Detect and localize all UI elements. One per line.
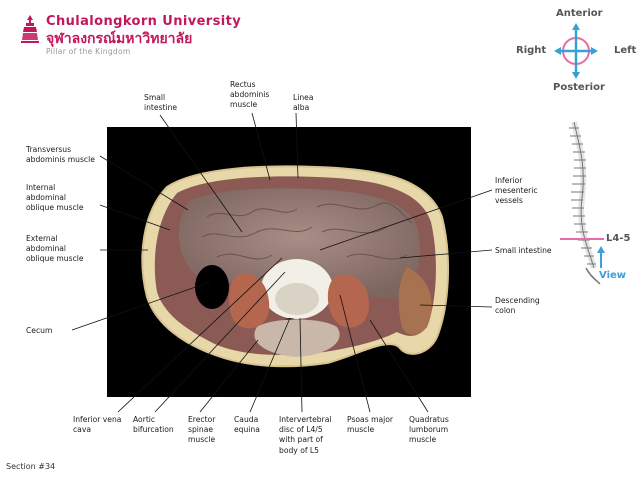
label-inferior-mesenteric: Inferior mesenteric vessels xyxy=(495,176,538,206)
label-psoas-major: Psoas major muscle xyxy=(347,415,393,435)
compass-left-label: Left xyxy=(614,45,637,56)
section-number: Section #34 xyxy=(6,462,56,471)
label-descending-colon: Descending colon xyxy=(495,296,540,316)
label-small-intestine-top: Small intestine xyxy=(144,93,178,113)
cross-section-image xyxy=(107,127,471,397)
label-cecum: Cecum xyxy=(26,326,53,335)
label-internal-oblique: Internal abdominal oblique muscle xyxy=(26,183,84,213)
orientation-compass: Anterior Right Left Posterior xyxy=(510,8,638,96)
label-inferior-vena-cava: Inferior vena cava xyxy=(73,415,122,435)
university-tagline: Pillar of the Kingdom xyxy=(46,47,131,56)
compass-anterior-label: Anterior xyxy=(556,8,603,19)
abdominal-cross-section-illustration xyxy=(141,165,450,368)
label-intervertebral-disc: Intervertebral disc of L4/5 with part of… xyxy=(279,415,332,455)
label-erector-spinae: Erector spinae muscle xyxy=(188,415,216,445)
label-cauda-equina: Cauda equina xyxy=(234,415,260,435)
label-rectus-abdominis: Rectus abdominis muscle xyxy=(230,80,270,110)
label-external-oblique: External abdominal oblique muscle xyxy=(26,234,84,264)
university-name-th: จุฬาลงกรณ์มหาวิทยาลัย xyxy=(46,31,193,47)
label-aortic-bifurcation: Aortic bifurcation xyxy=(133,415,174,435)
spine-level-diagram xyxy=(560,121,605,285)
university-seal-icon xyxy=(21,15,39,43)
label-transversus-abdominis: Transversus abdominis muscle xyxy=(26,145,95,165)
compass-cross-icon xyxy=(554,23,598,79)
label-linea-alba: Linea alba xyxy=(293,93,314,113)
label-small-intestine-right: Small intestine xyxy=(495,246,552,255)
compass-posterior-label: Posterior xyxy=(553,82,605,93)
compass-right-label: Right xyxy=(516,45,547,56)
view-direction-label: View xyxy=(599,270,627,281)
university-name-en: Chulalongkorn University xyxy=(46,14,242,29)
spine-level-label: L4-5 xyxy=(606,233,631,244)
label-quadratus-lumborum: Quadratus lumborum muscle xyxy=(409,415,449,445)
